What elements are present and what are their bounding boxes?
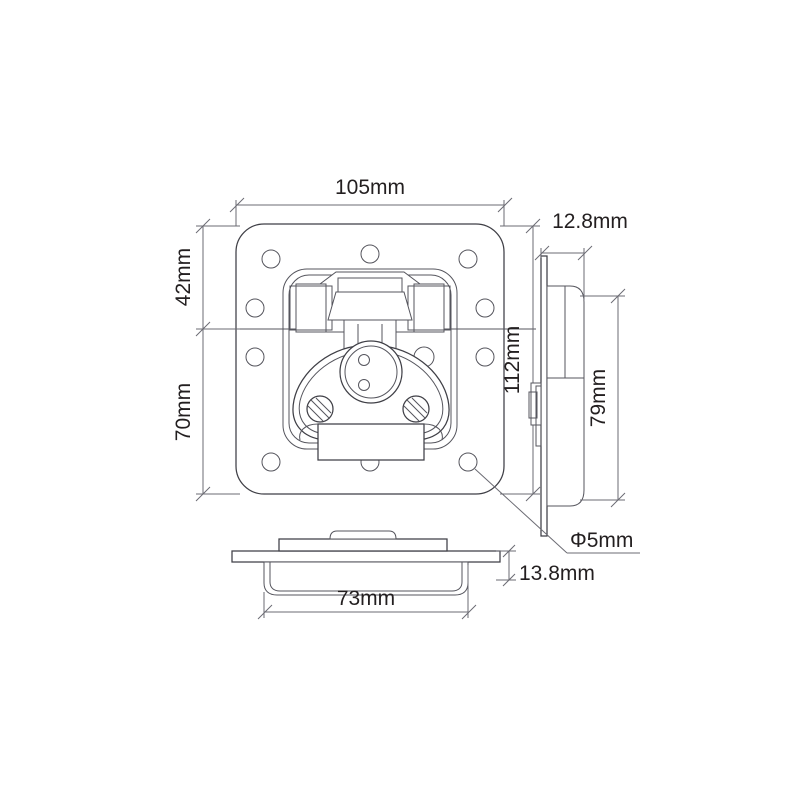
tick-right bbox=[461, 604, 477, 620]
dimension-73mm: 73mm bbox=[257, 565, 477, 620]
screw-slot-right bbox=[403, 397, 428, 422]
tick-left bbox=[534, 245, 550, 261]
bottom-recess-inner bbox=[269, 562, 463, 592]
dimension-label-13-8: 13.8mm bbox=[519, 562, 595, 585]
front-view bbox=[200, 223, 536, 495]
dimension-label-105: 105mm bbox=[335, 176, 405, 199]
side-latch-boss-inner bbox=[528, 391, 538, 419]
bottom-raised-block bbox=[278, 538, 448, 552]
cam-hole-lower bbox=[358, 379, 370, 391]
tick-bottom bbox=[525, 486, 541, 502]
cam-hole-upper bbox=[358, 354, 370, 366]
tick-top bbox=[525, 218, 541, 234]
keeper-ear-right bbox=[413, 283, 445, 333]
dimension-12-8mm: 12.8mm bbox=[534, 210, 628, 300]
bottom-flange-bar bbox=[231, 550, 501, 563]
leader-line bbox=[474, 468, 568, 554]
latch-screw-right bbox=[402, 395, 430, 423]
dimension-label-70: 70mm bbox=[172, 383, 195, 441]
mounting-hole-dia-ref bbox=[458, 452, 478, 472]
tick-left bbox=[257, 604, 273, 620]
mounting-hole bbox=[360, 244, 380, 264]
dimension-label-79: 79mm bbox=[587, 369, 610, 427]
tick-top bbox=[195, 218, 211, 234]
dimension-label-12-8: 12.8mm bbox=[552, 210, 628, 233]
mounting-hole bbox=[245, 298, 265, 318]
dimension-13-8mm: 13.8mm bbox=[496, 544, 595, 587]
tick-bottom bbox=[610, 492, 626, 508]
tick-bottom bbox=[502, 573, 516, 587]
side-latch-rib bbox=[535, 385, 542, 447]
cam-boss-inner bbox=[344, 345, 398, 399]
mounting-hole bbox=[261, 452, 281, 472]
tick-right bbox=[577, 245, 593, 261]
bottom-latch-cap bbox=[329, 530, 397, 540]
dimension-label-42: 42mm bbox=[172, 248, 195, 306]
tick-top bbox=[502, 544, 516, 558]
dimension-112mm: 112mm bbox=[500, 218, 541, 502]
dimension-label-dia-5: Φ5mm bbox=[570, 529, 633, 552]
dimension-hole-diameter: Φ5mm bbox=[474, 468, 640, 554]
cam-boss-outer bbox=[339, 340, 403, 404]
tick-right bbox=[497, 197, 513, 213]
dimension-105mm: 105mm bbox=[229, 176, 513, 226]
tick-bottom bbox=[195, 486, 211, 502]
mounting-hole bbox=[245, 347, 265, 367]
latch-pull-tab bbox=[317, 423, 425, 461]
mounting-hole bbox=[261, 249, 281, 269]
mounting-hole bbox=[458, 249, 478, 269]
tick-top bbox=[610, 288, 626, 304]
keeper-slot bbox=[337, 277, 403, 293]
mounting-hole bbox=[475, 298, 495, 318]
dimension-79mm: 79mm bbox=[580, 288, 626, 508]
pull-tab-curve-left bbox=[299, 423, 319, 441]
side-recess-body bbox=[546, 285, 585, 507]
latch-screw-left bbox=[306, 395, 334, 423]
pull-tab-curve-right bbox=[423, 423, 443, 441]
dimension-70mm: 70mm bbox=[172, 329, 240, 502]
right-side-view bbox=[528, 255, 585, 537]
dimension-label-112: 112mm bbox=[501, 326, 524, 394]
screw-slot-left bbox=[307, 397, 332, 422]
keeper-front-face bbox=[327, 291, 413, 321]
mounting-hole bbox=[475, 347, 495, 367]
dimension-label-73: 73mm bbox=[337, 587, 395, 610]
keeper-ear-left bbox=[295, 283, 327, 333]
tick-left bbox=[229, 197, 245, 213]
side-flange-plate bbox=[540, 255, 548, 537]
